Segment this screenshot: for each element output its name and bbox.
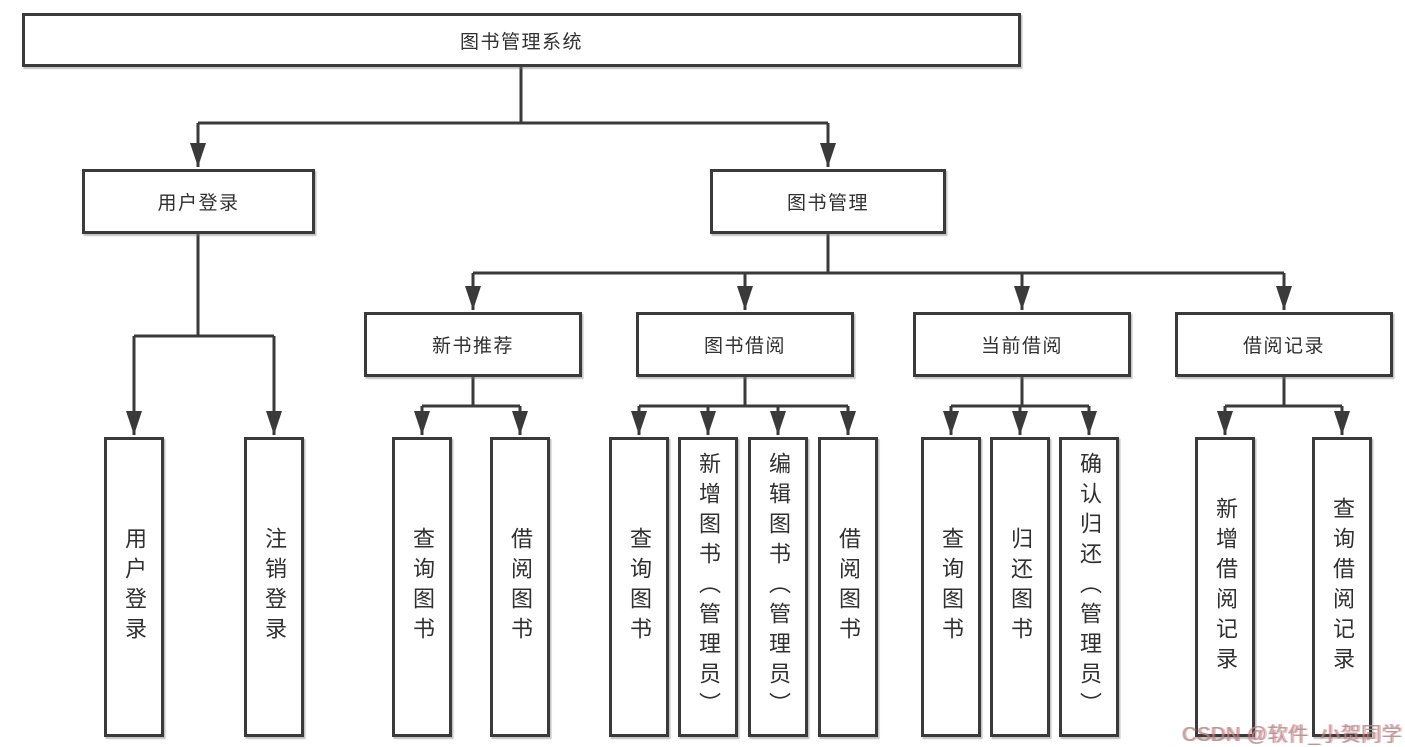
leaf-add-borrow-record: 新增借阅记录 bbox=[1195, 437, 1255, 737]
csdn-watermark: CSDN @软件_小贺同学 bbox=[1182, 724, 1403, 746]
leaf-confirm-return-admin: 确认归还（管理员） bbox=[1059, 437, 1119, 737]
node-book-management: 图书管理 bbox=[710, 169, 946, 234]
node-book-management-label: 图书管理 bbox=[786, 193, 869, 214]
node-new-book-recommend: 新书推荐 bbox=[364, 312, 582, 377]
leaf-borrow-books-2-label: 借阅图书 bbox=[836, 527, 861, 647]
leaf-query-books-1-label: 查询图书 bbox=[410, 527, 435, 647]
node-book-borrow: 图书借阅 bbox=[636, 312, 854, 377]
node-library-system: 图书管理系统 bbox=[22, 13, 1021, 67]
leaf-query-books-2: 查询图书 bbox=[609, 437, 669, 737]
node-borrow-records: 借阅记录 bbox=[1175, 312, 1393, 377]
leaf-return-books: 归还图书 bbox=[990, 437, 1050, 737]
leaf-borrow-books-2: 借阅图书 bbox=[818, 437, 878, 737]
node-user-login: 用户登录 bbox=[82, 169, 315, 234]
node-current-borrow-label: 当前借阅 bbox=[980, 336, 1063, 357]
leaf-add-book-admin: 新增图书（管理员） bbox=[678, 437, 738, 737]
leaf-confirm-return-admin-label: 确认归还（管理员） bbox=[1077, 452, 1102, 722]
leaf-borrow-books-1: 借阅图书 bbox=[490, 437, 550, 737]
node-book-borrow-label: 图书借阅 bbox=[703, 336, 786, 357]
leaf-query-borrow-record-label: 查询借阅记录 bbox=[1330, 497, 1355, 677]
leaf-add-book-admin-label: 新增图书（管理员） bbox=[696, 452, 721, 722]
leaf-query-books-3-label: 查询图书 bbox=[939, 527, 964, 647]
leaf-query-borrow-record: 查询借阅记录 bbox=[1312, 437, 1372, 737]
node-user-login-label: 用户登录 bbox=[157, 193, 240, 214]
node-borrow-records-label: 借阅记录 bbox=[1242, 336, 1325, 357]
leaf-edit-book-admin: 编辑图书（管理员） bbox=[748, 437, 808, 737]
leaf-user-login-label: 用户登录 bbox=[122, 527, 147, 647]
node-library-system-label: 图书管理系统 bbox=[459, 31, 583, 53]
leaf-return-books-label: 归还图书 bbox=[1008, 527, 1033, 647]
leaf-logout: 注销登录 bbox=[244, 437, 304, 737]
node-current-borrow: 当前借阅 bbox=[913, 312, 1131, 377]
leaf-user-login: 用户登录 bbox=[104, 437, 164, 737]
leaf-query-books-3: 查询图书 bbox=[921, 437, 981, 737]
leaf-query-books-2-label: 查询图书 bbox=[627, 527, 652, 647]
leaf-logout-label: 注销登录 bbox=[262, 527, 287, 647]
leaf-query-books-1: 查询图书 bbox=[392, 437, 452, 737]
leaf-edit-book-admin-label: 编辑图书（管理员） bbox=[766, 452, 791, 722]
leaf-add-borrow-record-label: 新增借阅记录 bbox=[1213, 497, 1238, 677]
leaf-borrow-books-1-label: 借阅图书 bbox=[508, 527, 533, 647]
node-new-book-recommend-label: 新书推荐 bbox=[431, 336, 514, 357]
